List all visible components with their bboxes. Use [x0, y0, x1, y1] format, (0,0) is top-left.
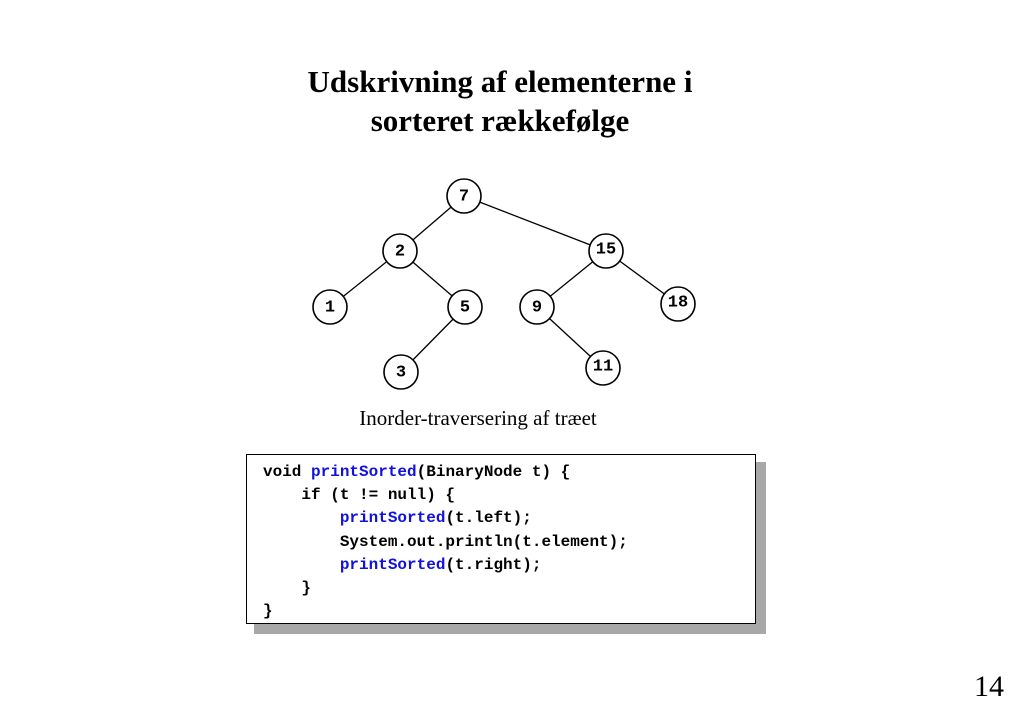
tree-node-label: 7 [459, 188, 469, 207]
tree-node-1: 1 [312, 289, 348, 325]
code-line-7: } [263, 602, 273, 621]
tree-node-circle [446, 178, 482, 214]
tree-node-15: 15 [588, 233, 624, 269]
code-line-3: printSorted(t.left); [339, 509, 532, 528]
slide-title-line-1: Udskrivning af elementerne i [307, 64, 693, 99]
function-name: printSorted [311, 463, 417, 481]
tree-node-label: 15 [596, 241, 616, 260]
slide-title-line-2: sorteret rækkefølge [370, 103, 630, 138]
code-box: void printSorted(BinaryNode t) { if (t !… [246, 454, 756, 624]
tree-node-11: 11 [585, 350, 621, 386]
tree-node-circle [585, 350, 621, 386]
tree-node-7: 7 [446, 178, 482, 214]
tree-node-label: 11 [593, 358, 613, 377]
tree-node-label: 2 [395, 243, 405, 262]
tree-node-18: 18 [660, 286, 696, 322]
tree-edges [329, 195, 679, 373]
tree-node-circle [312, 289, 348, 325]
code-line-1: void printSorted(BinaryNode t) { [263, 463, 571, 481]
tree-node-circle [382, 233, 418, 269]
code-line-2: if (t != null) { [263, 486, 456, 505]
code-line-5: printSorted(t.right); [339, 555, 542, 574]
tree-node-circle [588, 233, 624, 269]
function-name: printSorted [339, 555, 446, 574]
function-name: printSorted [339, 509, 446, 528]
tree-node-circle [519, 289, 555, 325]
code-line-4: System.out.println(t.element); [263, 532, 628, 551]
tree-node-label: 1 [325, 299, 335, 318]
tree-node-5: 5 [447, 289, 483, 325]
page-number: 14 [974, 670, 1004, 703]
tree-node-label: 9 [532, 299, 542, 318]
tree-node-3: 3 [383, 354, 419, 390]
tree-node-circle [447, 289, 483, 325]
diagram-caption: Inorder-traversering af træet [359, 406, 597, 430]
tree-node-2: 2 [382, 233, 418, 269]
tree-node-label: 3 [396, 364, 406, 383]
tree-node-circle [383, 354, 419, 390]
tree-node-label: 18 [668, 294, 688, 313]
tree-node-9: 9 [519, 289, 555, 325]
code-line-6: } [263, 579, 312, 598]
slide-title: Udskrivning af elementerne i sorteret ræ… [0, 62, 1000, 140]
tree-node-label: 5 [460, 299, 470, 318]
tree-node-circle [660, 286, 696, 322]
tree-edge-n7-n15 [463, 195, 607, 252]
